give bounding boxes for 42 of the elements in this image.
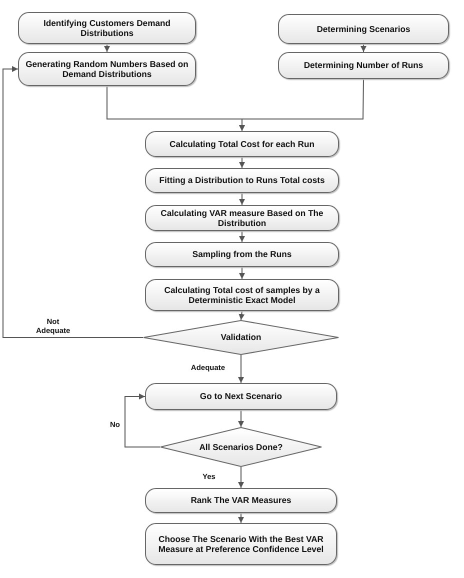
arrow — [239, 230, 245, 242]
arrow — [238, 466, 244, 488]
arrow — [239, 266, 245, 280]
arrow — [239, 192, 245, 206]
decision-diamond — [160, 427, 322, 467]
node-text: Choose The Scenario With the Best VAR Measure at Preference Confidence Level — [157, 534, 325, 554]
node-text: Rank The VAR Measures — [190, 495, 292, 506]
process-box — [145, 205, 339, 231]
arrow — [360, 44, 366, 52]
process-box — [145, 168, 339, 193]
arrow — [238, 310, 245, 320]
node-text: Calculating Total Cost for each Run — [168, 138, 316, 150]
node-text: Fitting a Distribution to Runs Total costs — [158, 175, 326, 186]
arrow — [2, 66, 144, 338]
decision-diamond — [143, 320, 339, 355]
arrow — [104, 44, 110, 52]
node-text: Validation — [220, 332, 262, 343]
arrow — [238, 354, 244, 384]
process-box — [145, 383, 337, 410]
process-box — [145, 488, 337, 513]
process-box — [278, 52, 449, 79]
arrow — [238, 410, 244, 428]
process-box — [18, 52, 196, 86]
arrow — [239, 78, 364, 132]
node-text: Generating Random Numbers Based on Demand Distributions — [24, 58, 190, 80]
node-text: Determining Scenarios — [316, 24, 412, 34]
process-box — [278, 14, 449, 44]
node-text: Go to Next Scenario — [198, 391, 284, 402]
arrow — [124, 394, 160, 448]
arrow — [238, 512, 244, 524]
node-text: Sampling from the Runs — [191, 249, 293, 260]
process-box — [145, 523, 337, 565]
node-text: Calculating Total cost of samples by a Deterministic Exact Model — [163, 284, 321, 306]
arrow — [239, 156, 245, 168]
process-box — [145, 131, 339, 157]
node-text: Calculating VAR measure Based on The Distribution — [160, 208, 324, 228]
node-text: Identifying Customers Demand Distributions — [42, 18, 172, 38]
process-box — [18, 12, 196, 44]
node-text: All Scenarios Done? — [198, 442, 284, 452]
process-box — [145, 279, 339, 311]
node-text: Determining Number of Runs — [302, 60, 424, 71]
process-box — [145, 242, 339, 267]
